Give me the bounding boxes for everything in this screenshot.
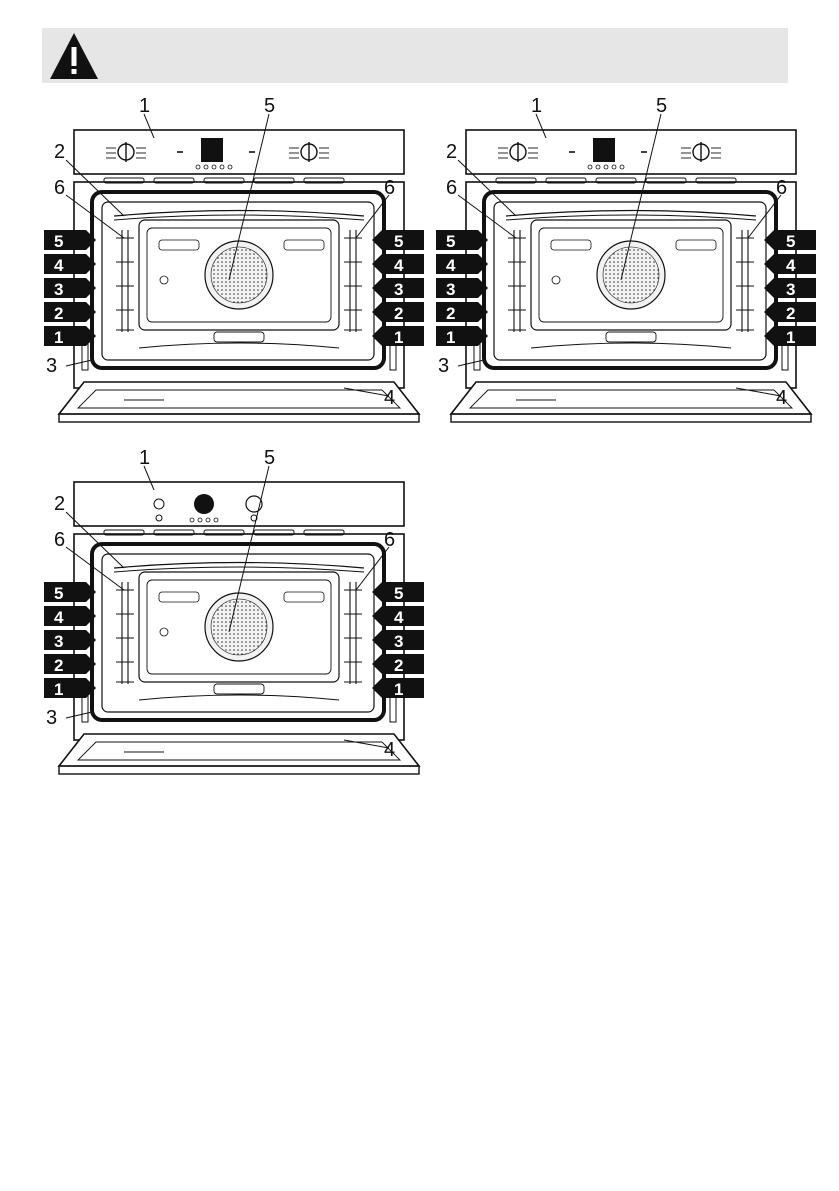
- shelf-label-2: 2: [54, 304, 63, 323]
- callout-door: 4: [384, 387, 395, 409]
- callout-top-heater: 2: [54, 493, 65, 515]
- shelf-label-2: 2: [446, 304, 455, 323]
- callout-door-seal: 3: [46, 707, 57, 729]
- callout-door: 4: [384, 739, 395, 761]
- shelf-label-4: 4: [54, 608, 64, 627]
- warning-banner: [42, 28, 788, 83]
- shelf-labels-right: 5 4 3 2 1: [372, 582, 424, 699]
- shelf-label-1: 1: [394, 328, 403, 347]
- callout-control-panel: 1: [531, 95, 542, 117]
- oven-diagram-b: 5 4 3 2 1 5 4 3 2 1 1 5 2 6 6 3 4: [436, 95, 816, 424]
- shelf-label-1: 1: [54, 680, 63, 699]
- shelf-label-2: 2: [786, 304, 795, 323]
- callout-door-seal: 3: [46, 355, 57, 377]
- shelf-label-5: 5: [54, 232, 63, 251]
- shelf-label-5: 5: [54, 584, 63, 603]
- shelf-label-4: 4: [786, 256, 796, 275]
- callout-top-heater: 2: [446, 141, 457, 163]
- shelf-label-5: 5: [786, 232, 795, 251]
- callout-fan-cover: 5: [264, 447, 275, 469]
- shelf-label-3: 3: [446, 280, 455, 299]
- callout-door-seal: 3: [438, 355, 449, 377]
- shelf-label-3: 3: [54, 280, 63, 299]
- callout-rack-guides-right: 6: [384, 177, 395, 199]
- oven-diagram-a: 5 4 3 2 1 5 4 3 2 1 1 5 2 6 6 3 4: [44, 95, 424, 424]
- shelf-label-1: 1: [394, 680, 403, 699]
- shelf-labels-left: 5 4 3 2 1: [44, 582, 96, 699]
- callout-rack-guides-left: 6: [54, 177, 65, 199]
- shelf-label-5: 5: [394, 584, 403, 603]
- shelf-label-4: 4: [446, 256, 456, 275]
- shelf-label-5: 5: [446, 232, 455, 251]
- shelf-label-3: 3: [54, 632, 63, 651]
- shelf-label-1: 1: [446, 328, 455, 347]
- callout-rack-guides-right: 6: [776, 177, 787, 199]
- shelf-label-4: 4: [394, 608, 404, 627]
- shelf-label-1: 1: [54, 328, 63, 347]
- callout-rack-guides-right: 6: [384, 529, 395, 551]
- shelf-label-5: 5: [394, 232, 403, 251]
- shelf-label-2: 2: [394, 656, 403, 675]
- shelf-label-1: 1: [786, 328, 795, 347]
- shelf-labels-right: 5 4 3 2 1: [764, 230, 816, 347]
- shelf-label-3: 3: [394, 280, 403, 299]
- shelf-labels-left: 5 4 3 2 1: [44, 230, 96, 347]
- callout-control-panel: 1: [139, 95, 150, 117]
- shelf-labels-right: 5 4 3 2 1: [372, 230, 424, 347]
- callout-door: 4: [776, 387, 787, 409]
- callout-fan-cover: 5: [656, 95, 667, 117]
- shelf-label-4: 4: [54, 256, 64, 275]
- shelf-label-3: 3: [786, 280, 795, 299]
- callout-rack-guides-left: 6: [446, 177, 457, 199]
- callout-top-heater: 2: [54, 141, 65, 163]
- shelf-label-3: 3: [394, 632, 403, 651]
- warning-triangle-icon: [50, 33, 98, 79]
- callout-control-panel: 1: [139, 447, 150, 469]
- shelf-labels-left: 5 4 3 2 1: [436, 230, 488, 347]
- shelf-label-4: 4: [394, 256, 404, 275]
- shelf-label-2: 2: [394, 304, 403, 323]
- oven-diagram-c: 5 4 3 2 1 5 4 3 2 1 1 5 2 6 6 3 4: [44, 447, 424, 776]
- shelf-label-2: 2: [54, 656, 63, 675]
- callout-fan-cover: 5: [264, 95, 275, 117]
- callout-rack-guides-left: 6: [54, 529, 65, 551]
